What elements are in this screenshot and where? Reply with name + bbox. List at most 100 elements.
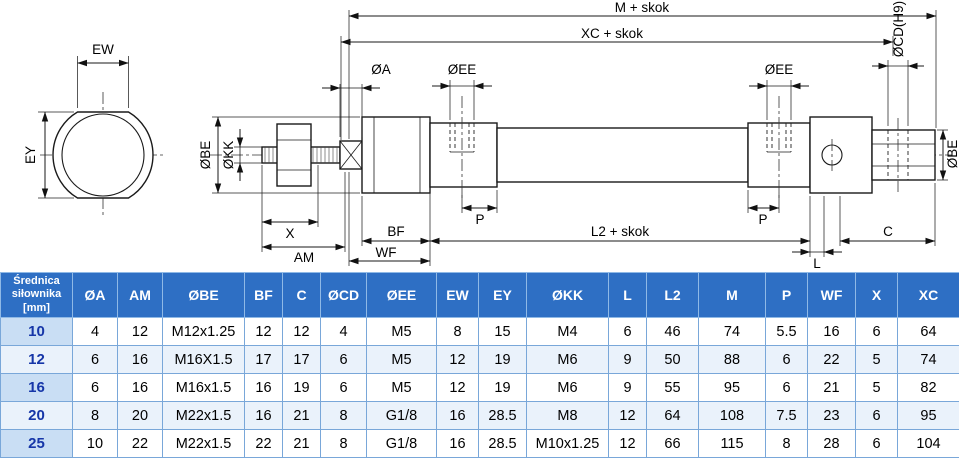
table-cell: 12 — [244, 317, 283, 346]
dim-label-l: L — [813, 256, 821, 271]
table-cell: 17 — [282, 345, 321, 374]
table-cell: M5 — [366, 317, 437, 346]
dim-label-x: X — [285, 226, 294, 241]
dim-label-ey: EY — [23, 146, 38, 164]
table-cell: 12 — [436, 345, 479, 374]
dim-label-oee-front: ØEE — [448, 62, 477, 77]
table-cell: 4 — [320, 317, 367, 346]
col-header: L — [608, 272, 647, 318]
table-cell: 4 — [72, 317, 118, 346]
table-cell: 6 — [72, 373, 118, 402]
row-header-cell: 25 — [0, 429, 73, 458]
table-cell: 64 — [646, 401, 699, 430]
table-cell: 20 — [117, 401, 163, 430]
dim-label-obe-right: ØBE — [945, 140, 959, 169]
col-header: ØBE — [162, 272, 245, 318]
col-header: WF — [807, 272, 856, 318]
table-cell: 8 — [320, 401, 367, 430]
dim-label-l2-skok: L2 + skok — [591, 224, 649, 239]
table-cell: 22 — [244, 429, 283, 458]
table-cell: 6 — [765, 373, 808, 402]
cylinder-technical-drawing: EW EY — [23, 0, 959, 271]
table-cell: M6 — [526, 373, 609, 402]
table-cell: 28.5 — [478, 401, 527, 430]
table-cell: 115 — [698, 429, 766, 458]
table-cell: 19 — [478, 373, 527, 402]
table-cell: M10x1.25 — [526, 429, 609, 458]
table-cell: G1/8 — [366, 401, 437, 430]
table-cell: 6 — [765, 345, 808, 374]
table-cell: M6 — [526, 345, 609, 374]
table-cell: G1/8 — [366, 429, 437, 458]
end-view: EW EY — [23, 42, 166, 218]
dim-label-ew: EW — [92, 42, 114, 57]
dim-label-p-rear: P — [758, 212, 767, 227]
rod-nut — [276, 123, 312, 187]
table-cell: M16x1.5 — [162, 373, 245, 402]
table-cell: 5 — [855, 373, 898, 402]
col-header: BF — [244, 272, 283, 318]
table-cell: 16 — [117, 373, 163, 402]
table-cell: 6 — [855, 429, 898, 458]
table-cell: 82 — [897, 373, 959, 402]
col-header: ØEE — [366, 272, 437, 318]
table-cell: 21 — [807, 373, 856, 402]
table-cell: M16X1.5 — [162, 345, 245, 374]
table-cell: 12 — [282, 317, 321, 346]
col-header: P — [765, 272, 808, 318]
dim-label-m-skok: M + skok — [615, 0, 670, 15]
end-view-bore — [61, 113, 145, 197]
table-cell: 9 — [608, 345, 647, 374]
table-cell: 12 — [608, 401, 647, 430]
dim-label-obe-left: ØBE — [198, 141, 213, 170]
table-cell: 95 — [897, 401, 959, 430]
table-cell: M4 — [526, 317, 609, 346]
table-cell: 10 — [72, 429, 118, 458]
table-cell: M5 — [366, 345, 437, 374]
col-header: EW — [436, 272, 479, 318]
table-cell: 16 — [117, 345, 163, 374]
table-cell: 95 — [698, 373, 766, 402]
table-cell: 21 — [282, 401, 321, 430]
dim-label-okk: ØKK — [221, 141, 236, 170]
table-cell: 108 — [698, 401, 766, 430]
table-cell: 64 — [897, 317, 959, 346]
table-cell: 12 — [117, 317, 163, 346]
row-header-cell: 12 — [0, 345, 73, 374]
dim-label-wf: WF — [376, 245, 397, 260]
table-cell: 28.5 — [478, 429, 527, 458]
col-header: ØKK — [526, 272, 609, 318]
table-cell: 8 — [72, 401, 118, 430]
table-cell: 8 — [765, 429, 808, 458]
table-cell: 5 — [855, 345, 898, 374]
table-cell: 23 — [807, 401, 856, 430]
table-cell: 16 — [436, 429, 479, 458]
col-header: X — [855, 272, 898, 318]
table-cell: 8 — [436, 317, 479, 346]
table-cell: 6 — [320, 373, 367, 402]
table-cell: 15 — [478, 317, 527, 346]
table-cell: 6 — [855, 401, 898, 430]
table-cell: M5 — [366, 373, 437, 402]
table-cell: 46 — [646, 317, 699, 346]
table-cell: 22 — [117, 429, 163, 458]
front-port-collar — [429, 122, 498, 188]
col-header: AM — [117, 272, 163, 318]
table-cell: 104 — [897, 429, 959, 458]
row-header-cell: 20 — [0, 401, 73, 430]
table-cell: 21 — [282, 429, 321, 458]
table-cell: 8 — [320, 429, 367, 458]
table-cell: M22x1.5 — [162, 401, 245, 430]
table-cell: 7.5 — [765, 401, 808, 430]
table-cell: 9 — [608, 373, 647, 402]
dim-label-am: AM — [294, 250, 314, 265]
table-cell: 66 — [646, 429, 699, 458]
col-header-diameter: Średnica siłownika [mm] — [0, 272, 73, 318]
table-cell: 16 — [244, 401, 283, 430]
table-cell: 6 — [855, 317, 898, 346]
